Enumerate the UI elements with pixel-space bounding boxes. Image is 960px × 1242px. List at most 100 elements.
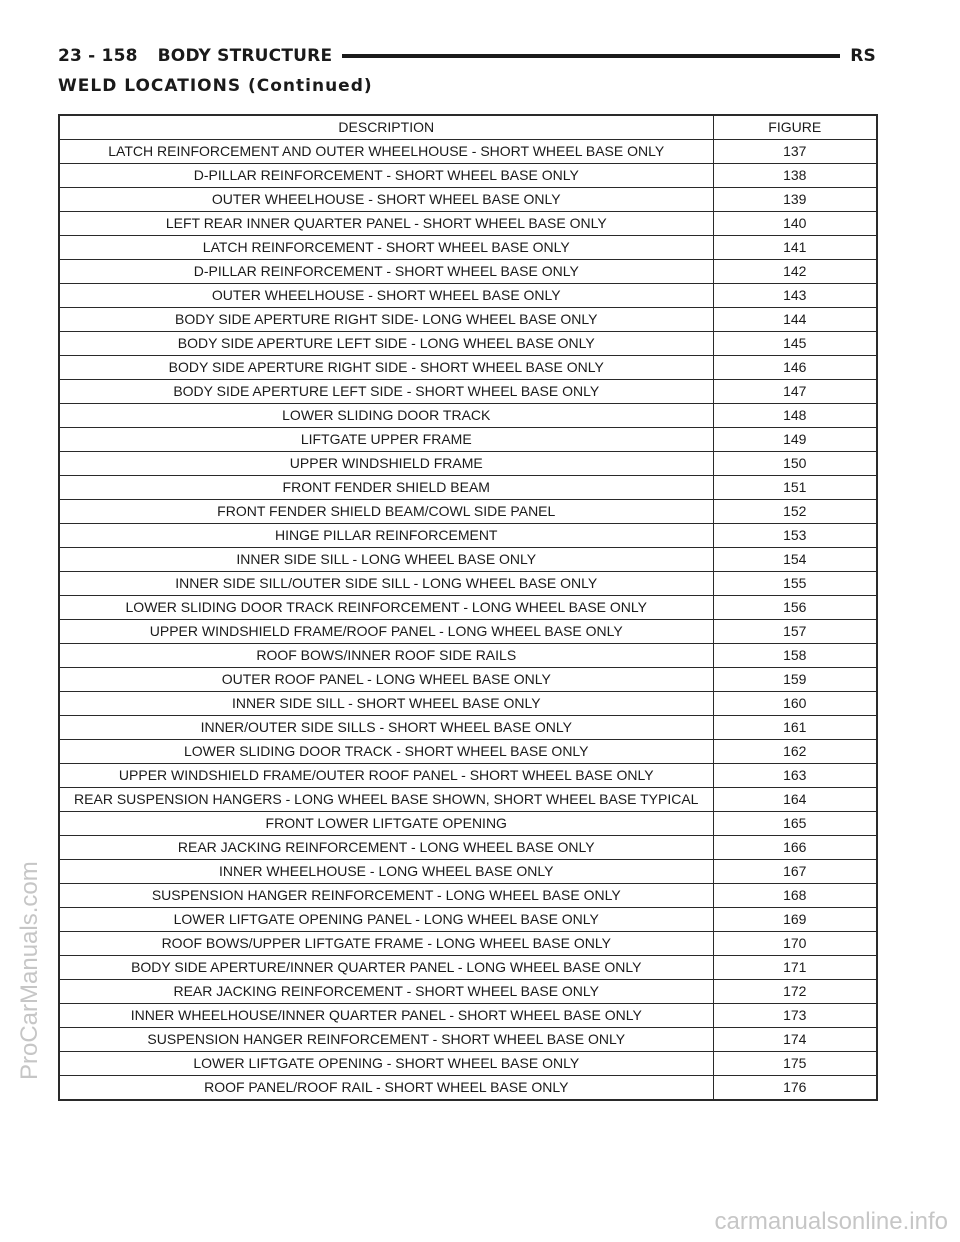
cell-description: INNER WHEELHOUSE - LONG WHEEL BASE ONLY [58, 859, 714, 884]
cell-description: REAR SUSPENSION HANGERS - LONG WHEEL BAS… [58, 787, 714, 812]
cell-description: ROOF BOWS/INNER ROOF SIDE RAILS [58, 643, 714, 668]
table-row: UPPER WINDSHIELD FRAME/ROOF PANEL - LONG… [58, 619, 878, 644]
cell-figure: 150 [712, 451, 878, 476]
cell-description: INNER SIDE SILL - LONG WHEEL BASE ONLY [58, 547, 714, 572]
cell-figure: 142 [712, 259, 878, 284]
cell-description: LATCH REINFORCEMENT AND OUTER WHEELHOUSE… [58, 139, 714, 164]
cell-description: SUSPENSION HANGER REINFORCEMENT - SHORT … [58, 1027, 714, 1052]
cell-description: OUTER ROOF PANEL - LONG WHEEL BASE ONLY [58, 667, 714, 692]
table-row: D-PILLAR REINFORCEMENT - SHORT WHEEL BAS… [58, 163, 878, 188]
table-row: INNER/OUTER SIDE SILLS - SHORT WHEEL BAS… [58, 715, 878, 740]
table-row: UPPER WINDSHIELD FRAME/OUTER ROOF PANEL … [58, 763, 878, 788]
cell-figure: 172 [712, 979, 878, 1004]
table-row: LOWER LIFTGATE OPENING - SHORT WHEEL BAS… [58, 1051, 878, 1076]
footer-watermark: carmanualsonline.info [714, 1208, 948, 1235]
page-subtitle: WELD LOCATIONS (Continued) [58, 76, 373, 96]
table-row: FRONT FENDER SHIELD BEAM/COWL SIDE PANEL… [58, 499, 878, 524]
table-row: LOWER SLIDING DOOR TRACK REINFORCEMENT -… [58, 595, 878, 620]
cell-figure: 153 [712, 523, 878, 548]
table-row: OUTER WHEELHOUSE - SHORT WHEEL BASE ONLY… [58, 187, 878, 212]
cell-description: INNER WHEELHOUSE/INNER QUARTER PANEL - S… [58, 1003, 714, 1028]
table-row: BODY SIDE APERTURE RIGHT SIDE- LONG WHEE… [58, 307, 878, 332]
cell-figure: 168 [712, 883, 878, 908]
cell-figure: 171 [712, 955, 878, 980]
cell-figure: 137 [712, 139, 878, 164]
table-row: INNER SIDE SILL/OUTER SIDE SILL - LONG W… [58, 571, 878, 596]
cell-description: FRONT FENDER SHIELD BEAM/COWL SIDE PANEL [58, 499, 714, 524]
cell-description: LOWER LIFTGATE OPENING PANEL - LONG WHEE… [58, 907, 714, 932]
cell-description: LEFT REAR INNER QUARTER PANEL - SHORT WH… [58, 211, 714, 236]
cell-figure: 155 [712, 571, 878, 596]
cell-description: OUTER WHEELHOUSE - SHORT WHEEL BASE ONLY [58, 283, 714, 308]
cell-figure: 163 [712, 763, 878, 788]
page-header: 23 - 158 BODY STRUCTURE RS [58, 44, 876, 68]
cell-figure: 139 [712, 187, 878, 212]
cell-description: FRONT LOWER LIFTGATE OPENING [58, 811, 714, 836]
cell-figure: 138 [712, 163, 878, 188]
cell-description: REAR JACKING REINFORCEMENT - LONG WHEEL … [58, 835, 714, 860]
cell-figure: 152 [712, 499, 878, 524]
cell-description: UPPER WINDSHIELD FRAME [58, 451, 714, 476]
cell-figure: 140 [712, 211, 878, 236]
table-row: REAR JACKING REINFORCEMENT - SHORT WHEEL… [58, 979, 878, 1004]
cell-figure: 157 [712, 619, 878, 644]
cell-description: BODY SIDE APERTURE RIGHT SIDE- LONG WHEE… [58, 307, 714, 332]
table-row: SUSPENSION HANGER REINFORCEMENT - LONG W… [58, 883, 878, 908]
cell-description: D-PILLAR REINFORCEMENT - SHORT WHEEL BAS… [58, 259, 714, 284]
cell-figure: 144 [712, 307, 878, 332]
cell-description: BODY SIDE APERTURE/INNER QUARTER PANEL -… [58, 955, 714, 980]
cell-figure: 154 [712, 547, 878, 572]
table-row: REAR SUSPENSION HANGERS - LONG WHEEL BAS… [58, 787, 878, 812]
table-row: LOWER LIFTGATE OPENING PANEL - LONG WHEE… [58, 907, 878, 932]
table-row: LATCH REINFORCEMENT - SHORT WHEEL BASE O… [58, 235, 878, 260]
table-row: D-PILLAR REINFORCEMENT - SHORT WHEEL BAS… [58, 259, 878, 284]
cell-description: BODY SIDE APERTURE RIGHT SIDE - SHORT WH… [58, 355, 714, 380]
cell-figure: 149 [712, 427, 878, 452]
section-title: BODY STRUCTURE [157, 46, 333, 66]
cell-figure: 156 [712, 595, 878, 620]
table-row: SUSPENSION HANGER REINFORCEMENT - SHORT … [58, 1027, 878, 1052]
table-row: BODY SIDE APERTURE LEFT SIDE - SHORT WHE… [58, 379, 878, 404]
cell-figure: 175 [712, 1051, 878, 1076]
cell-description: UPPER WINDSHIELD FRAME/ROOF PANEL - LONG… [58, 619, 714, 644]
cell-figure: 166 [712, 835, 878, 860]
cell-description: BODY SIDE APERTURE LEFT SIDE - SHORT WHE… [58, 379, 714, 404]
cell-description: REAR JACKING REINFORCEMENT - SHORT WHEEL… [58, 979, 714, 1004]
cell-description: LIFTGATE UPPER FRAME [58, 427, 714, 452]
cell-description: INNER SIDE SILL/OUTER SIDE SILL - LONG W… [58, 571, 714, 596]
cell-figure: 170 [712, 931, 878, 956]
cell-description: OUTER WHEELHOUSE - SHORT WHEEL BASE ONLY [58, 187, 714, 212]
section-code: RS [850, 46, 876, 66]
cell-description: LOWER LIFTGATE OPENING - SHORT WHEEL BAS… [58, 1051, 714, 1076]
cell-description: FRONT FENDER SHIELD BEAM [58, 475, 714, 500]
cell-description: LOWER SLIDING DOOR TRACK - SHORT WHEEL B… [58, 739, 714, 764]
table-row: BODY SIDE APERTURE RIGHT SIDE - SHORT WH… [58, 355, 878, 380]
table-row: LATCH REINFORCEMENT AND OUTER WHEELHOUSE… [58, 139, 878, 164]
cell-figure: 147 [712, 379, 878, 404]
cell-figure: 143 [712, 283, 878, 308]
cell-figure: 169 [712, 907, 878, 932]
cell-figure: 165 [712, 811, 878, 836]
cell-figure: 145 [712, 331, 878, 356]
table-row: BODY SIDE APERTURE/INNER QUARTER PANEL -… [58, 955, 878, 980]
header-rule [342, 54, 841, 58]
table-row: ROOF BOWS/UPPER LIFTGATE FRAME - LONG WH… [58, 931, 878, 956]
cell-figure: 164 [712, 787, 878, 812]
cell-description: HINGE PILLAR REINFORCEMENT [58, 523, 714, 548]
table-row: OUTER WHEELHOUSE - SHORT WHEEL BASE ONLY… [58, 283, 878, 308]
cell-description: ROOF PANEL/ROOF RAIL - SHORT WHEEL BASE … [58, 1075, 714, 1101]
cell-description: INNER SIDE SILL - SHORT WHEEL BASE ONLY [58, 691, 714, 716]
table-row: INNER WHEELHOUSE/INNER QUARTER PANEL - S… [58, 1003, 878, 1028]
cell-figure: 160 [712, 691, 878, 716]
table-row: LEFT REAR INNER QUARTER PANEL - SHORT WH… [58, 211, 878, 236]
cell-description: SUSPENSION HANGER REINFORCEMENT - LONG W… [58, 883, 714, 908]
cell-description: LOWER SLIDING DOOR TRACK [58, 403, 714, 428]
cell-description: D-PILLAR REINFORCEMENT - SHORT WHEEL BAS… [58, 163, 714, 188]
